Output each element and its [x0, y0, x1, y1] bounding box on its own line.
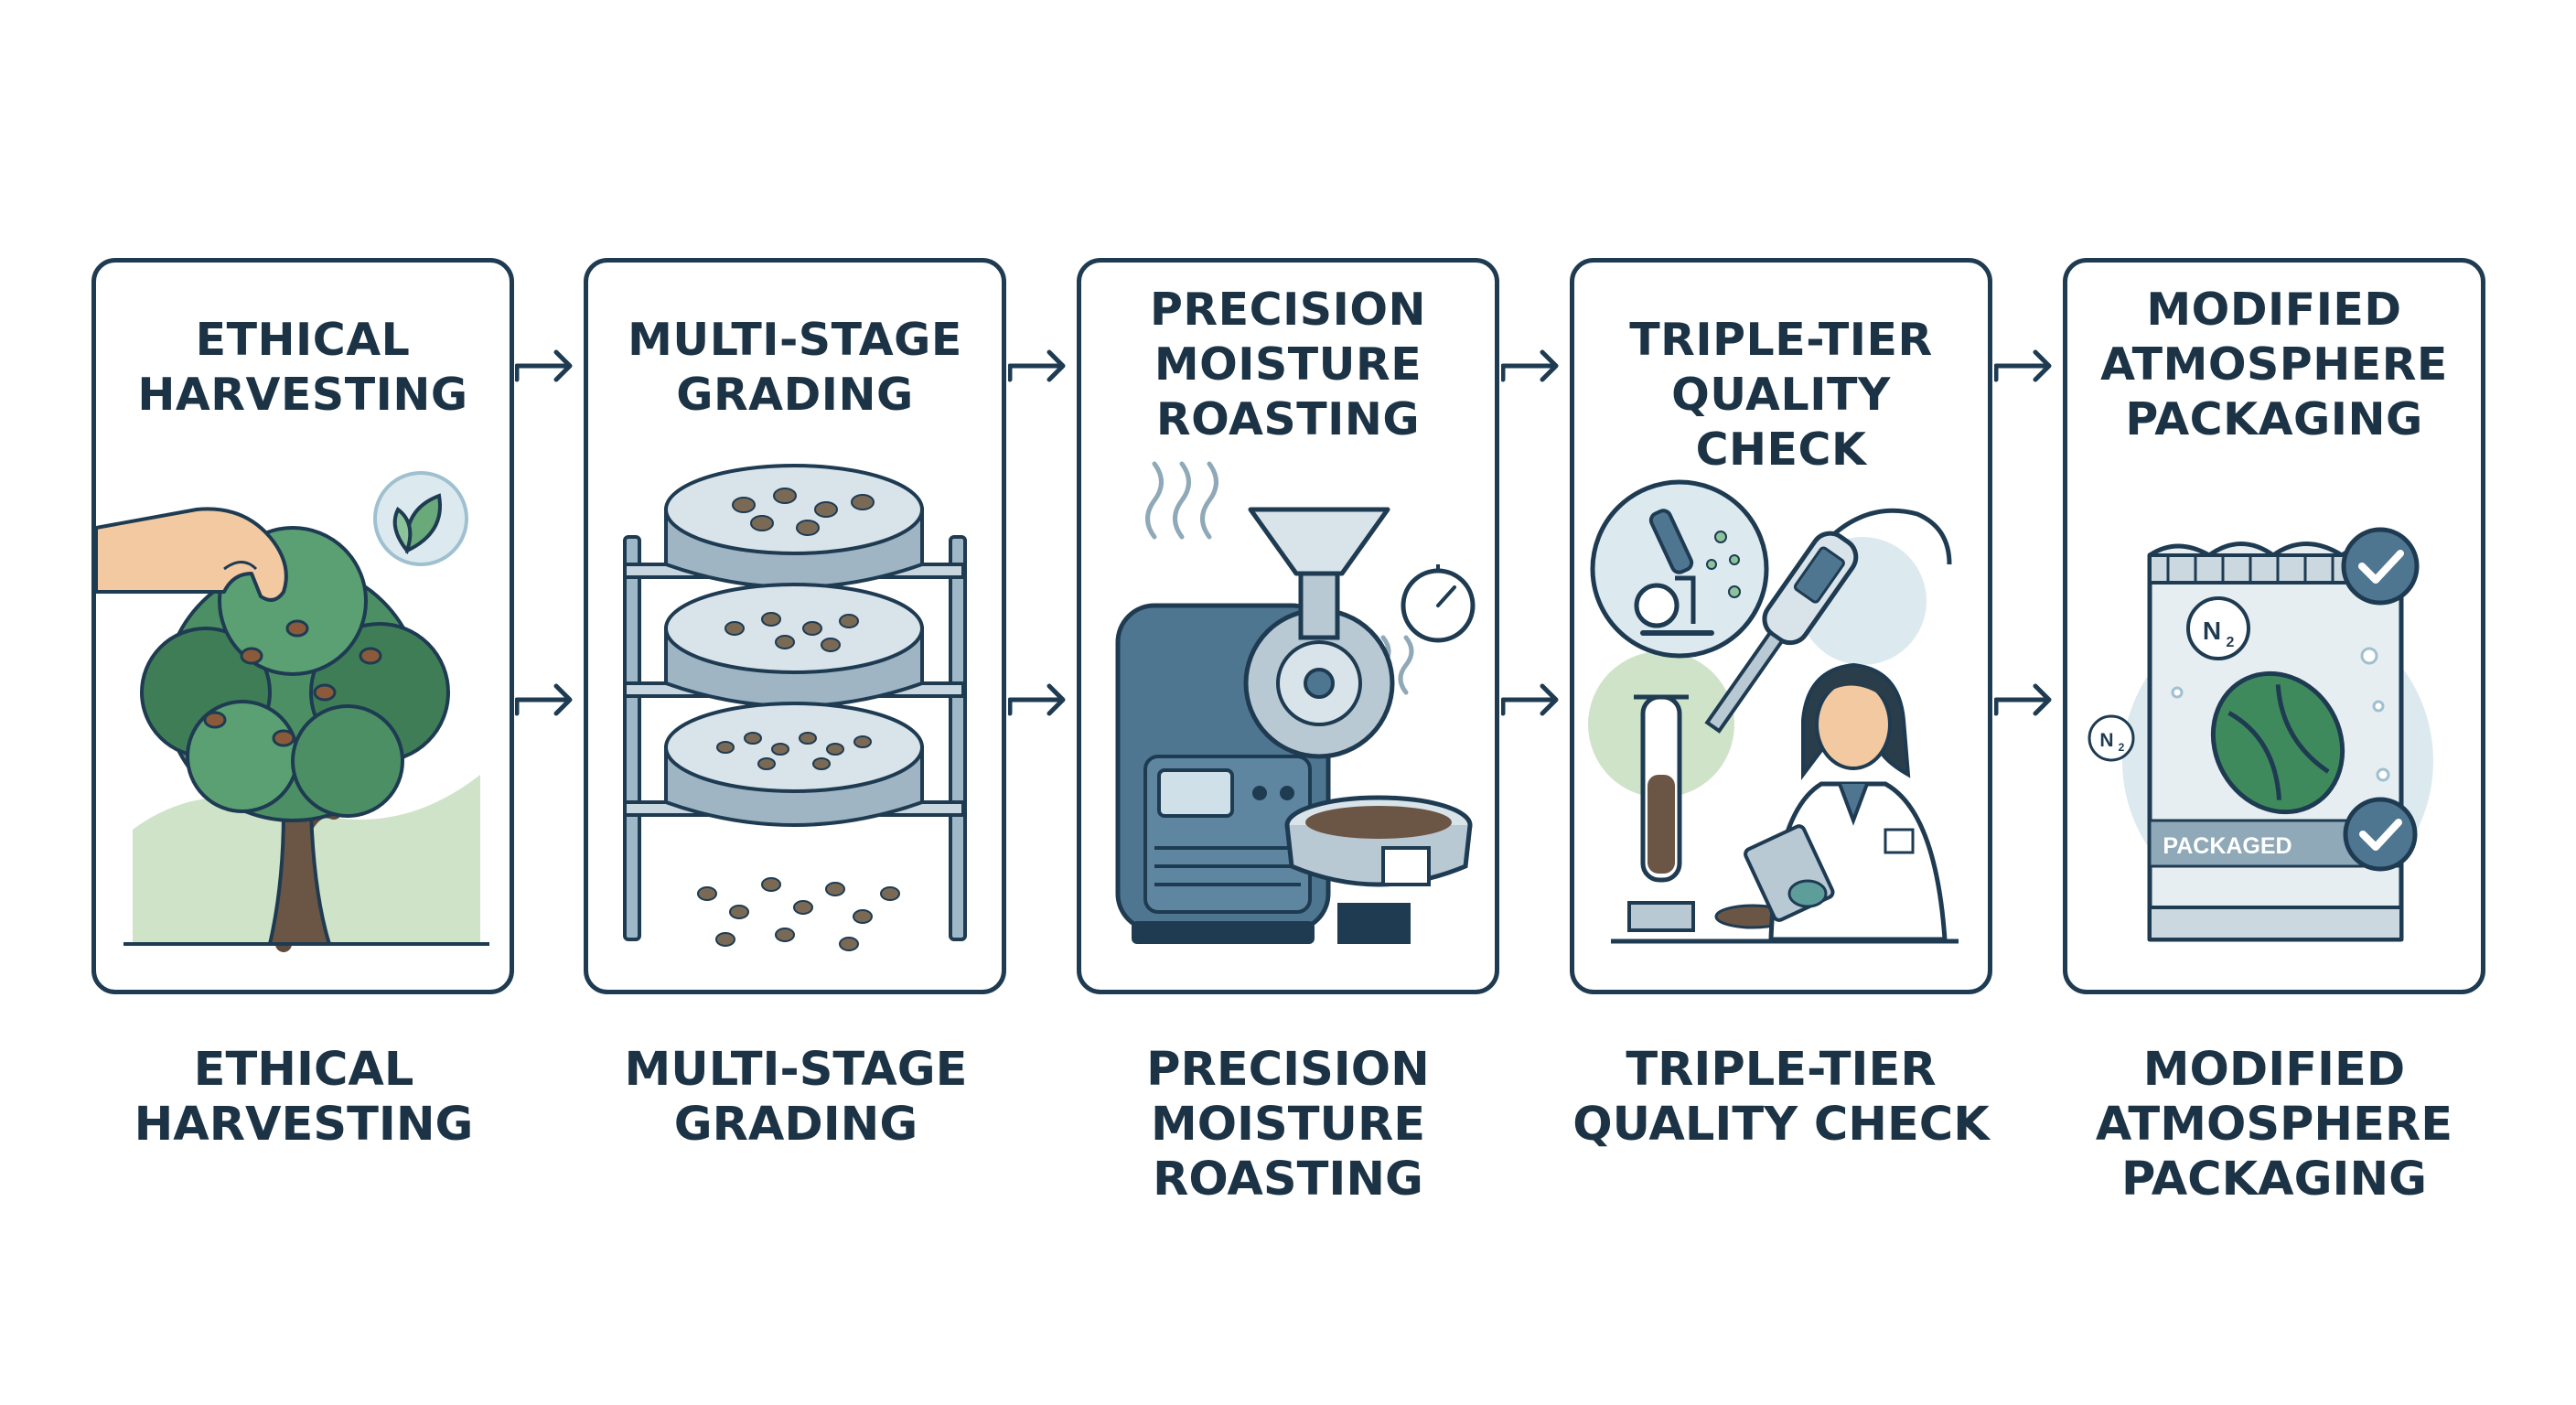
packaged-badge: PACKAGED	[2163, 833, 2292, 859]
svg-text:2: 2	[2227, 635, 2235, 650]
nitrogen-bubble: N 2	[2088, 714, 2135, 762]
step-title: MODIFIED ATMOSPHERE PACKAGING	[2100, 284, 2448, 445]
svg-text:2: 2	[2119, 741, 2125, 754]
step-caption: MULTI-STAGE GRADING	[624, 1043, 968, 1152]
flow-arrow	[1501, 349, 1559, 382]
hand-icon	[96, 507, 288, 602]
svg-text:N: N	[2203, 617, 2221, 645]
coffee-bean-icon	[2210, 670, 2345, 815]
check-icon	[2341, 527, 2420, 606]
test-tube-icon	[1627, 694, 1695, 932]
step-title: PRECISION MOISTURE ROASTING	[1150, 284, 1426, 445]
lab-quality-illustration	[1588, 479, 1959, 944]
flow-arrow	[515, 349, 573, 382]
svg-text:N: N	[2099, 730, 2113, 751]
step-caption: ETHICAL HARVESTING	[134, 1043, 474, 1152]
flow-arrow	[1501, 683, 1559, 716]
step-card-roasting: PRECISION MOISTURE ROASTING	[1077, 258, 1499, 994]
nitrogen-bubble: N 2	[2186, 596, 2250, 660]
roaster-machine-icon	[1115, 461, 1476, 944]
step-caption: PRECISION MOISTURE ROASTING	[1146, 1043, 1430, 1207]
microscope-icon	[1590, 479, 1769, 659]
flow-arrow	[1008, 683, 1066, 716]
step-card-harvesting: ETHICAL HARVESTING	[91, 258, 514, 994]
step-caption: TRIPLE-TIER QUALITY CHECK	[1572, 1043, 1990, 1152]
step-card-grading: MULTI-STAGE GRADING	[584, 258, 1006, 994]
flow-arrow	[515, 683, 573, 716]
package-illustration: PACKAGED N 2 N 2	[2088, 527, 2433, 942]
step-title: TRIPLE-TIER QUALITY CHECK	[1629, 314, 1933, 476]
step-title: MULTI-STAGE GRADING	[628, 314, 962, 421]
tree-harvest-illustration	[96, 471, 489, 952]
step-card-quality-check: TRIPLE-TIER QUALITY CHECK	[1570, 258, 1992, 994]
flow-arrow	[1994, 349, 2052, 382]
step-title: ETHICAL HARVESTING	[137, 314, 468, 421]
flow-arrow	[1008, 349, 1066, 382]
leaf-icon	[373, 471, 468, 566]
check-icon	[2343, 797, 2418, 872]
step-card-packaging: MODIFIED ATMOSPHERE PACKAGING PACKAGED N…	[2063, 258, 2485, 994]
gauge-icon	[1401, 564, 1476, 643]
scientist-icon	[1744, 662, 1948, 942]
flow-arrow	[1994, 683, 2052, 716]
step-caption: MODIFIED ATMOSPHERE PACKAGING	[2095, 1043, 2453, 1207]
sieve-stack-icon	[623, 464, 967, 951]
